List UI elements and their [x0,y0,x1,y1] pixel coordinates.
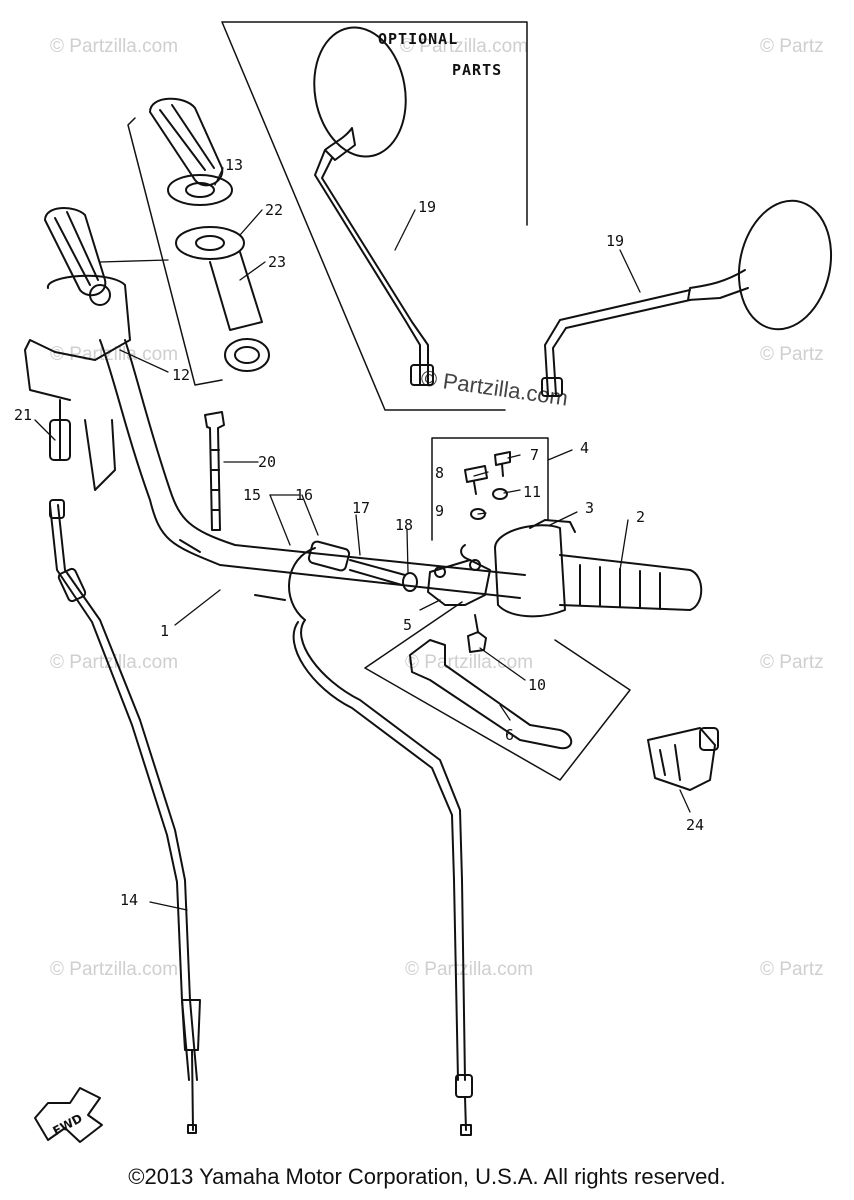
optional-parts-subtitle: PARTS [452,61,502,79]
part-label: 5 [403,616,412,634]
copyright-notice: ©2013 Yamaha Motor Corporation, U.S.A. A… [128,1164,726,1189]
watermarks: © Partzilla.com © Partzilla.com © Partz … [50,36,824,980]
part-label: 3 [585,499,594,517]
cable-strap [204,411,225,531]
clutch-adjuster [288,540,418,621]
throttle-housing [24,207,131,491]
watermark: © Partzilla.com [405,652,533,673]
clutch-cable [292,619,473,1136]
part-label: 20 [258,453,276,471]
part-label: 22 [265,201,283,219]
mirror-right [541,199,833,397]
lever-outline [364,437,631,781]
watermark: © Partz [760,344,824,365]
watermark: © Partzilla.com [50,36,178,57]
watermark: © Partzilla.com [50,652,178,673]
bolts [464,451,511,653]
part-label: 23 [268,253,286,271]
part-label: 18 [395,516,413,534]
part-label: 7 [530,446,539,464]
part-label: 24 [686,816,704,834]
handlebar [99,339,526,601]
fwd-arrow [34,1087,103,1143]
watermark: © Partzilla.com [50,344,178,365]
part-label: 4 [580,439,589,457]
part-label: 19 [418,198,436,216]
part-label: 6 [505,726,514,744]
watermark: © Partz [760,959,824,980]
part-label: 8 [435,464,444,482]
optional-parts-title: OPTIONAL [378,30,458,48]
watermark: © Partz [760,36,824,57]
part-label: 16 [295,486,313,504]
optional-parts-outline [221,21,528,411]
watermark: © Partzilla.com [400,36,528,57]
part-number-labels: 1 2 3 4 5 6 7 8 9 10 11 12 13 14 15 16 1… [14,156,704,909]
mirror-optional [313,26,434,386]
part-label: 15 [243,486,261,504]
part-label: 19 [606,232,624,250]
part-label: 2 [636,508,645,526]
leader-lines [34,167,691,911]
throttle-cable [49,499,201,1134]
watermark: © Partzilla.com [50,959,178,980]
part-label: 10 [528,676,546,694]
part-label: 17 [352,499,370,517]
part-label: 9 [435,502,444,520]
part-label: 21 [14,406,32,424]
right-grip [494,519,703,618]
part-label: 1 [160,622,169,640]
fwd-label: FWD [50,1111,84,1138]
lever-holder [409,544,573,750]
watermark: © Partz [760,652,824,673]
watermark: © Partzilla.com [405,959,533,980]
part-label: 14 [120,891,138,909]
part-label: 13 [225,156,243,174]
part-label: 12 [172,366,190,384]
switch-unit [647,727,719,791]
grip-set [149,97,270,372]
grip-parts-outline [127,117,223,386]
part-label: 11 [523,483,541,501]
